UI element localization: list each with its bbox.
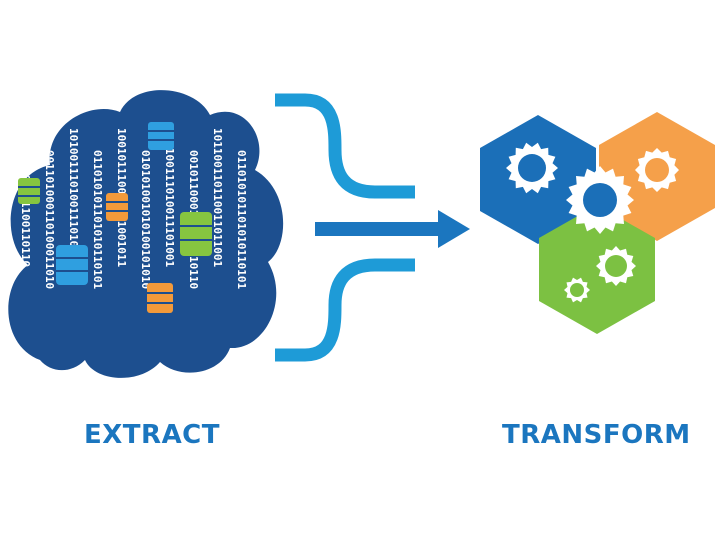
binary-column: 001101000110100011010 [43,150,56,289]
gear-icon [566,166,634,234]
binary-column: 101001110100111010011 [67,128,80,267]
database-icon [106,193,128,221]
database-icon [56,245,88,285]
binary-column: 011010101101010110101 [235,150,248,289]
binary-column: 110100111010011101001 [163,128,176,267]
gears [506,142,679,303]
binary-column: 101100110110011011001 [211,128,224,267]
arrow-right-icon [315,210,470,248]
extract-label: EXTRACT [84,420,221,450]
hexagon-icon [539,205,655,334]
binary-column: 010101001010100101010 [139,150,152,289]
transform-hexagons [480,112,715,334]
flow-curve-icon [275,93,415,199]
data-cloud: 0110110011011001101100011010001101000110… [8,90,284,378]
gear-icon [635,148,679,192]
binary-column: 011010101101010110101 [91,150,104,289]
database-icon [148,122,174,150]
cloud-shape [8,90,284,378]
gear-icon [564,277,590,303]
database-icon [147,283,173,313]
database-icon [18,178,40,204]
flow-curve-icon [275,258,415,362]
database-icon [180,212,212,256]
transform-label: TRANSFORM [502,420,691,450]
gear-icon [596,246,636,286]
flow-connector [275,93,470,362]
gear-icon [506,142,558,194]
